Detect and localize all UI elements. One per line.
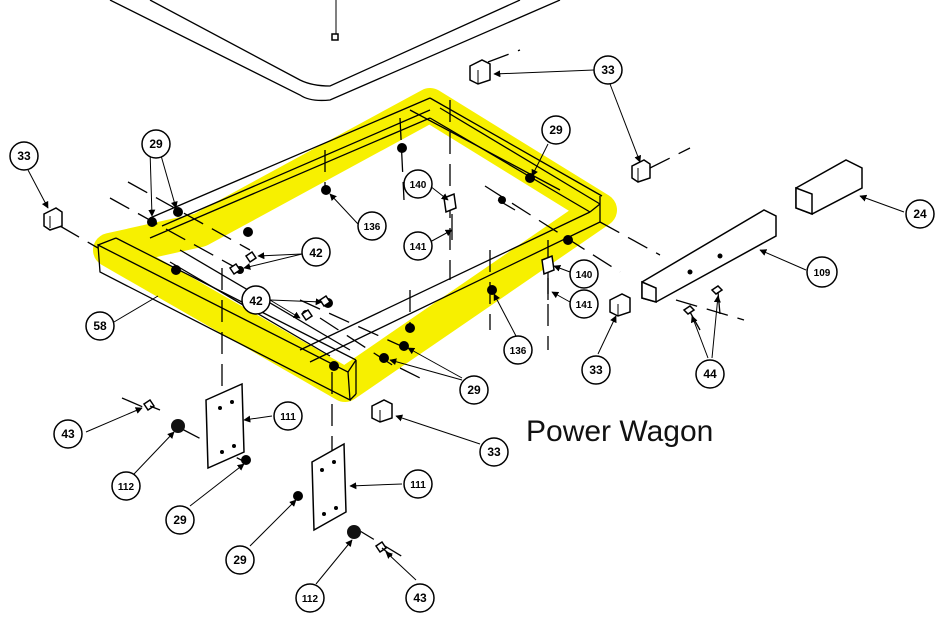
callouts: 33 29 33 29 140 136 42 141 24 58 42 140 … — [9, 55, 935, 613]
callout-label: 111 — [410, 480, 426, 491]
callout-label: 141 — [576, 300, 593, 311]
callout-29: 29 — [165, 505, 195, 535]
callout-111: 111 — [403, 469, 433, 499]
callout-29: 29 — [225, 545, 255, 575]
callout-42: 42 — [301, 237, 331, 267]
callout-33: 33 — [581, 355, 611, 385]
callout-29: 29 — [459, 375, 489, 405]
callout-label: 33 — [601, 63, 615, 77]
callout-label: 29 — [173, 513, 187, 527]
part-shapes — [43, 59, 863, 557]
callout-33: 33 — [479, 437, 509, 467]
callout-140: 140 — [569, 259, 599, 289]
callout-42: 42 — [241, 285, 271, 315]
callout-33: 33 — [9, 141, 39, 171]
callout-141: 141 — [403, 231, 433, 261]
callout-label: 112 — [302, 594, 319, 605]
wagon-bed — [109, 0, 561, 102]
callout-label: 33 — [589, 363, 603, 377]
callout-label: 136 — [364, 222, 381, 233]
callout-label: 140 — [576, 270, 593, 281]
callout-43: 43 — [405, 583, 435, 613]
callout-24: 24 — [905, 199, 935, 229]
callout-label: 33 — [487, 445, 501, 459]
callout-label: 136 — [510, 346, 527, 357]
callout-136: 136 — [503, 335, 533, 365]
leader-lines — [27, 69, 905, 585]
callout-58: 58 — [85, 311, 115, 341]
callout-label: 141 — [410, 242, 427, 253]
callout-44: 44 — [695, 359, 725, 389]
callout-112: 112 — [111, 471, 141, 501]
hardware-dots — [147, 143, 573, 501]
callout-label: 109 — [814, 268, 831, 279]
callout-label: 29 — [467, 383, 481, 397]
callout-29: 29 — [141, 129, 171, 159]
callout-109: 109 — [806, 256, 838, 288]
callout-label: 44 — [703, 367, 717, 381]
frame-58 — [97, 97, 603, 402]
callout-label: 140 — [410, 180, 427, 191]
callout-label: 42 — [249, 294, 263, 308]
callout-43: 43 — [53, 419, 83, 449]
callout-label: 42 — [309, 246, 323, 260]
callout-label: 111 — [280, 412, 296, 423]
callout-29: 29 — [541, 115, 571, 145]
callout-33: 33 — [593, 55, 623, 85]
callout-111: 111 — [273, 401, 303, 431]
callout-136: 136 — [357, 211, 387, 241]
callout-label: 58 — [93, 319, 107, 333]
callout-label: 29 — [549, 123, 563, 137]
callout-label: 112 — [118, 482, 135, 493]
callout-label: 24 — [913, 207, 927, 221]
callout-label: 29 — [233, 553, 247, 567]
callout-112: 112 — [295, 583, 325, 613]
callout-label: 33 — [17, 149, 31, 163]
callout-141: 141 — [569, 289, 599, 319]
callout-label: 43 — [413, 591, 427, 605]
callout-label: 29 — [149, 137, 163, 151]
diagram-title: Power Wagon — [526, 415, 713, 448]
callout-140: 140 — [403, 169, 433, 199]
callout-label: 43 — [61, 427, 75, 441]
frame-highlight — [93, 88, 617, 402]
